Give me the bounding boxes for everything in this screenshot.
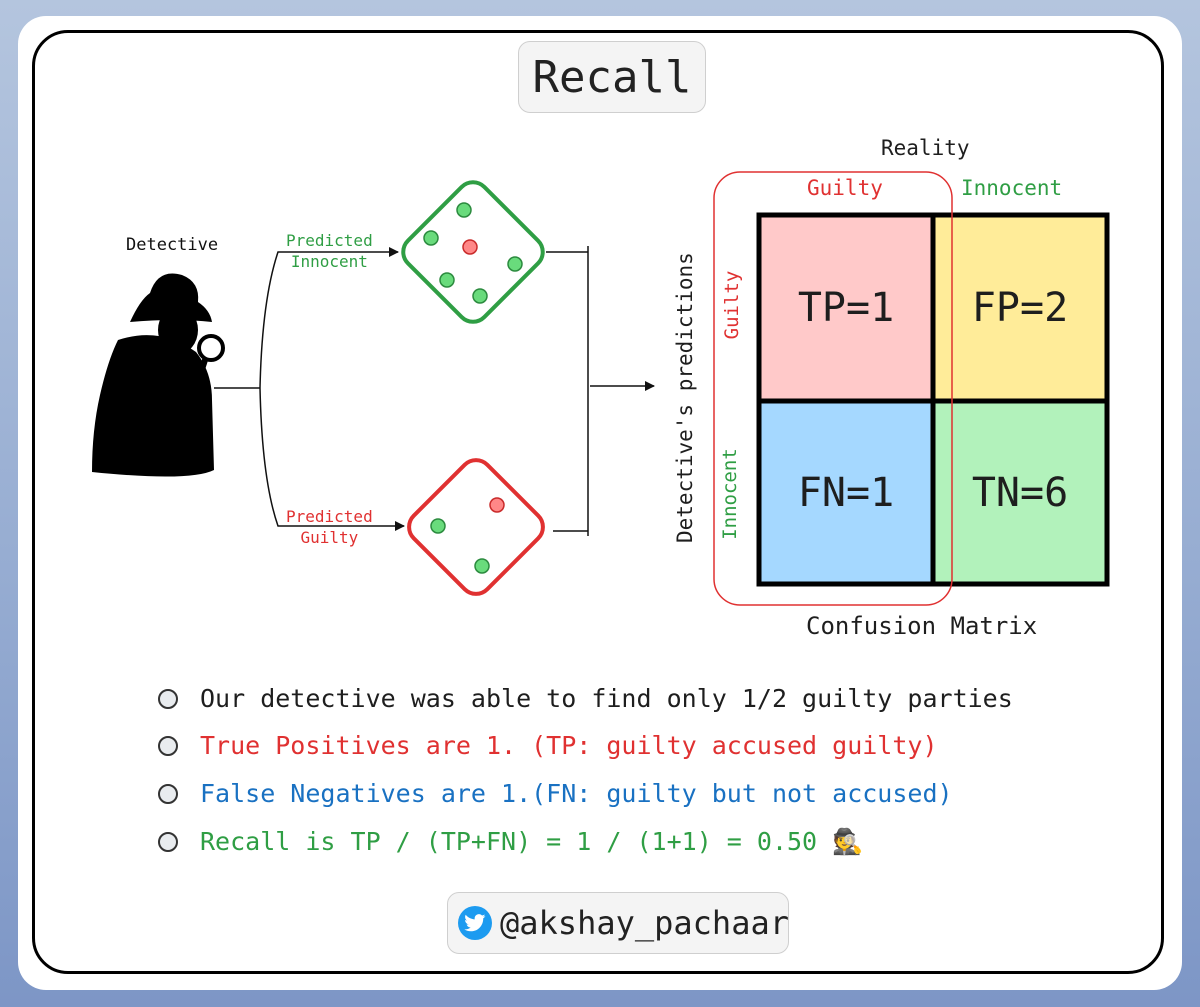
confusion-matrix-caption: Confusion Matrix xyxy=(806,612,1038,640)
page-title: Recall xyxy=(518,41,706,113)
predicted-innocent-label: Predicted Innocent xyxy=(286,230,373,272)
column-innocent-label: Innocent xyxy=(961,176,1063,200)
bullet-circle-icon xyxy=(158,783,178,804)
tp-cell-bg xyxy=(759,215,933,401)
bullet-item: True Positives are 1. (TP: guilty accuse… xyxy=(158,731,938,760)
recall-highlight xyxy=(713,171,953,606)
bullet-item: False Negatives are 1.(FN: guilty but no… xyxy=(158,779,953,808)
bullet-circle-icon xyxy=(158,688,178,709)
row-guilty-label: Guilty xyxy=(721,270,743,340)
tn-cell: TN=6 xyxy=(971,469,1069,516)
bullet-text: Our detective was able to find only 1/2 … xyxy=(200,684,1013,713)
predicted-innocent-line1: Predicted xyxy=(286,231,373,250)
bullet-item: Recall is TP / (TP+FN) = 1 / (1+1) = 0.5… xyxy=(158,827,863,857)
predicted-innocent-group xyxy=(401,180,545,324)
twitter-bird-icon xyxy=(458,906,492,940)
magnifying-glass-icon xyxy=(195,334,225,385)
predicted-guilty-line2: Guilty xyxy=(300,528,359,547)
predicted-guilty-label: Predicted Guilty xyxy=(286,506,373,548)
predicted-guilty-group xyxy=(407,458,545,596)
detective-icon xyxy=(92,273,214,477)
predicted-guilty-line1: Predicted xyxy=(286,507,373,526)
fp-cell: FP=2 xyxy=(971,285,1069,331)
tp-cell: TP=1 xyxy=(797,285,895,331)
twitter-handle-badge[interactable]: @akshay_pachaar xyxy=(447,892,789,954)
fn-cell: FN=1 xyxy=(797,469,895,516)
predictions-axis-label: Detective's predictions xyxy=(673,252,697,543)
bullet-item: Our detective was able to find only 1/2 … xyxy=(158,684,1013,713)
fn-cell-bg xyxy=(759,401,933,584)
bullet-circle-icon xyxy=(158,735,178,756)
tn-cell-bg xyxy=(933,401,1107,584)
column-guilty-label: Guilty xyxy=(807,176,883,200)
bullet-text: True Positives are 1. (TP: guilty accuse… xyxy=(200,731,938,760)
twitter-handle-text: @akshay_pachaar xyxy=(500,904,789,942)
fp-cell-bg xyxy=(933,215,1107,401)
row-innocent-label: Innocent xyxy=(719,448,741,540)
predicted-innocent-line2: Innocent xyxy=(290,252,368,271)
bullet-text: Recall is TP / (TP+FN) = 1 / (1+1) = 0.5… xyxy=(200,827,864,856)
detective-label: Detective xyxy=(126,235,219,255)
bullet-text: False Negatives are 1.(FN: guilty but no… xyxy=(200,779,953,808)
bullet-circle-icon xyxy=(158,832,178,852)
reality-label: Reality xyxy=(881,136,970,160)
